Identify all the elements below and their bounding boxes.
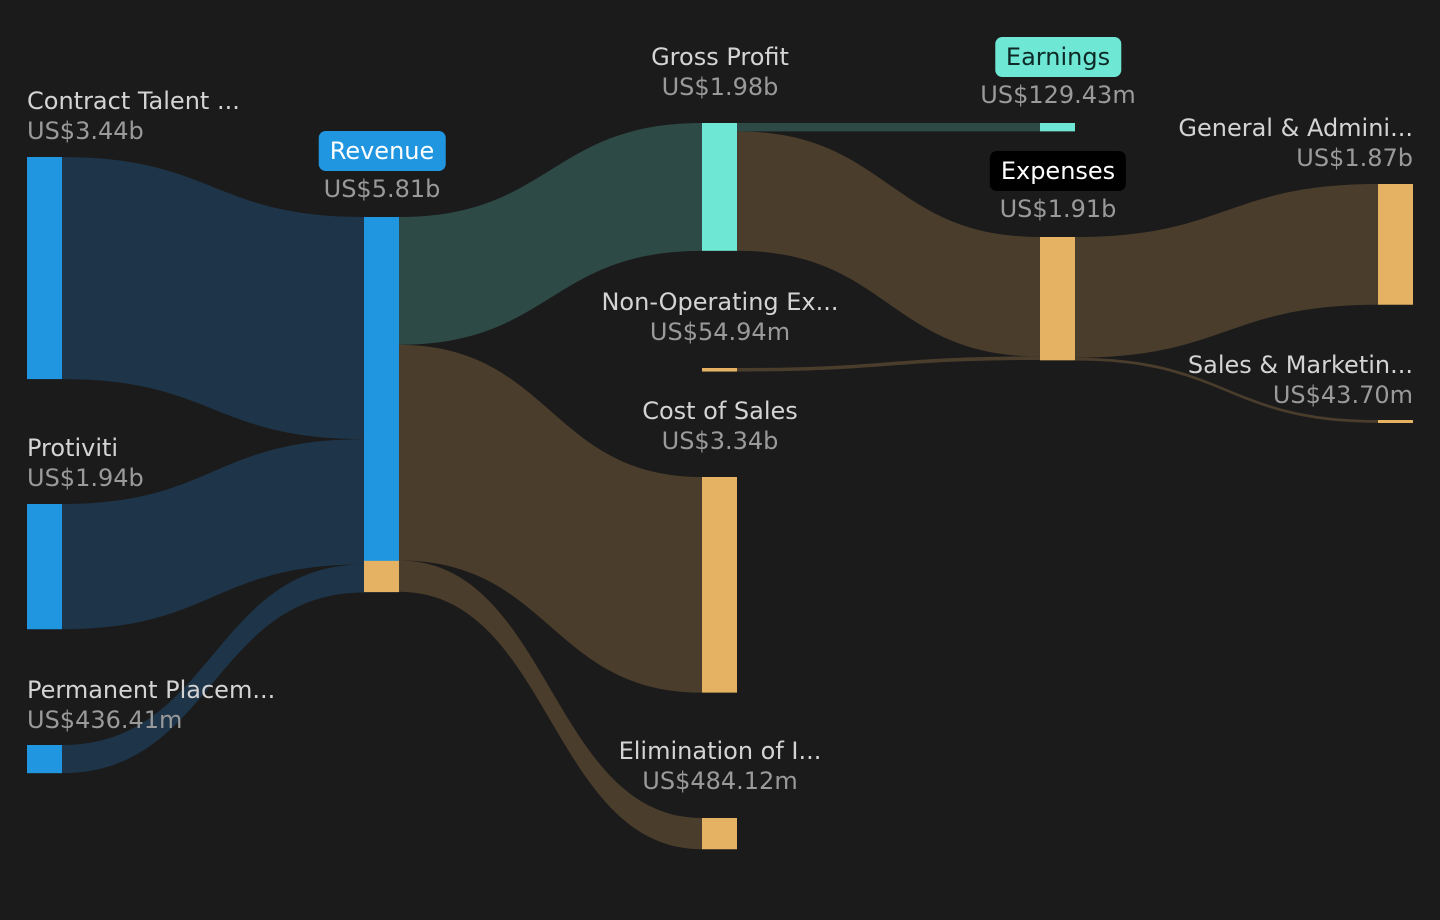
node-bar-revenue-elimination-segment	[364, 560, 399, 593]
flow-revenue-to-gross_profit	[399, 123, 702, 345]
sankey-nodes	[27, 123, 1413, 850]
node-bar-elimination	[702, 818, 737, 850]
node-bar-revenue	[364, 217, 399, 593]
flow-gross_profit-to-earnings	[737, 123, 1040, 132]
node-bar-snm	[1378, 420, 1413, 423]
flow-revenue-to-elimination	[399, 560, 702, 850]
node-label-expenses: Expenses US$1.91b	[989, 151, 1127, 224]
node-bar-nonop	[702, 368, 737, 372]
sankey-links	[62, 123, 1378, 850]
node-label-nonop: Non-Operating Ex... US$54.94m	[601, 288, 839, 346]
flow-revenue-to-cost_sales	[399, 344, 702, 693]
node-label-elimination: Elimination of I... US$484.12m	[618, 737, 822, 795]
node-label-cost-of-sales: Cost of Sales US$3.34b	[642, 397, 798, 455]
node-label-snm: Sales & Marketin... US$43.70m	[1187, 351, 1413, 409]
node-bar-protiviti	[27, 504, 62, 630]
node-label-earnings: Earnings US$129.43m	[980, 37, 1136, 110]
node-bar-permanent	[27, 745, 62, 774]
node-bar-expenses	[1040, 237, 1075, 361]
node-bar-earnings	[1040, 123, 1075, 132]
node-label-gross-profit: Gross Profit US$1.98b	[651, 43, 789, 101]
flow-gross_profit-to-expenses	[737, 131, 1040, 357]
earnings-badge: Earnings	[994, 37, 1122, 77]
revenue-badge: Revenue	[318, 131, 446, 171]
flow-protiviti-to-revenue	[62, 439, 364, 630]
flow-expenses-to-gna	[1075, 184, 1378, 358]
node-bar-gna	[1378, 184, 1413, 305]
node-bar-cost_sales	[702, 477, 737, 693]
node-label-revenue: Revenue US$5.81b	[318, 131, 446, 204]
flow-permanent-to-revenue	[62, 564, 364, 774]
flow-nonop-to-expenses	[737, 356, 1040, 372]
node-label-protiviti: Protiviti US$1.94b	[27, 434, 144, 492]
node-label-permanent: Permanent Placem... US$436.41m	[27, 676, 276, 734]
flow-expenses-to-snm	[1075, 357, 1378, 423]
node-bar-gross_profit	[702, 123, 737, 251]
expenses-badge: Expenses	[989, 151, 1127, 191]
node-label-gna: General & Admini... US$1.87b	[1178, 114, 1413, 172]
node-bar-contract	[27, 157, 62, 380]
node-label-contract: Contract Talent ... US$3.44b	[27, 87, 240, 145]
flow-contract-to-revenue	[62, 157, 364, 440]
